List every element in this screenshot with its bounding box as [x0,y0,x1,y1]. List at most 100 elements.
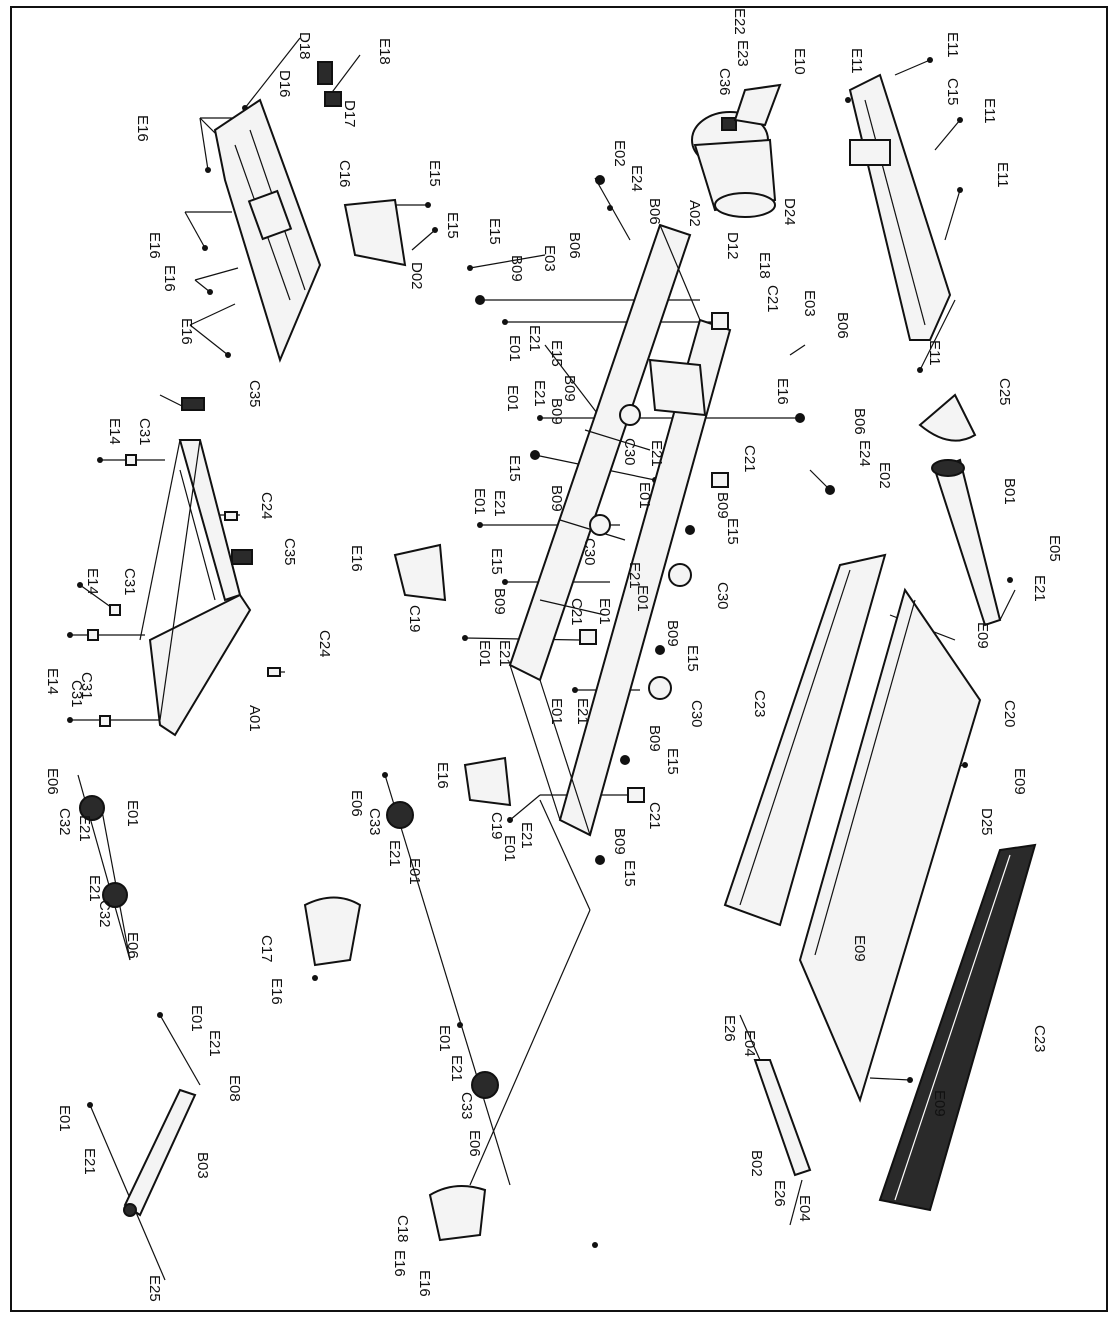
callout-e15: E15 [621,860,638,887]
callout-e21: E21 [448,1055,465,1082]
callout-e16: E16 [268,978,285,1005]
callout-e21: E21 [648,440,665,467]
callout-e09: E09 [851,935,868,962]
callout-e22: E22 [731,8,748,35]
callout-e16: E16 [161,265,178,292]
callout-e24: E24 [628,165,645,192]
callout-d16: D16 [276,70,293,98]
callout-e15: E15 [684,645,701,672]
callout-a01: A01 [246,705,263,732]
callout-e23: E23 [734,40,751,67]
part-c36-bracket [733,83,782,127]
callout-d02: D02 [408,262,425,290]
callout-c20: C20 [1001,700,1018,728]
callout-b06: B06 [566,232,583,259]
callout-d12: D12 [724,232,741,260]
diagram-frame [10,6,1108,1312]
callout-e09: E09 [974,622,991,649]
callout-c16: C16 [336,160,353,188]
callout-e21: E21 [386,840,403,867]
callout-e15: E15 [664,748,681,775]
callout-c33: C33 [366,808,383,836]
callout-c32: C32 [96,900,113,928]
callout-e21: E21 [531,380,548,407]
callout-e15: E15 [506,455,523,482]
callout-c15: C15 [944,78,961,106]
callout-e01: E01 [548,698,565,725]
callout-e11: E11 [981,98,998,124]
callout-e14: E14 [106,418,123,445]
callout-c23: C23 [1031,1025,1048,1053]
callout-e06: E06 [466,1130,483,1157]
callout-c25: C25 [996,378,1013,406]
callout-e16: E16 [391,1250,408,1277]
callout-c31: C31 [121,568,138,596]
callout-e01: E01 [634,585,651,612]
callout-c19: C19 [488,812,505,840]
part-d16-d18 [317,61,342,107]
callout-e21: E21 [496,640,513,667]
callout-e01: E01 [476,640,493,667]
callout-b09: B09 [646,725,663,752]
callout-e05: E05 [1046,535,1063,562]
part-a01-base-frame [139,439,252,737]
callout-e15: E15 [444,212,461,239]
callout-e16: E16 [416,1270,433,1297]
callout-e10: E10 [791,48,808,75]
callout-b03: B03 [194,1152,211,1179]
callout-b09: B09 [548,485,565,512]
callout-c21: C21 [741,445,758,473]
callout-e01: E01 [124,800,141,827]
callout-e16: E16 [434,762,451,789]
callout-e08: E08 [226,1075,243,1102]
callout-e15: E15 [426,160,443,187]
callout-c18: C18 [394,1215,411,1243]
callout-b06: B06 [834,312,851,339]
part-c30-pads [589,404,692,700]
callout-b09: B09 [548,398,565,425]
part-c25-cap [918,393,977,442]
part-c19-brackets [393,543,512,807]
callout-e03: E03 [801,290,818,317]
callout-e18: E18 [756,252,773,279]
callout-b09: B09 [561,375,578,402]
callout-e18: E18 [376,38,393,65]
callout-c31: C31 [68,680,85,708]
callout-e21: E21 [518,822,535,849]
callout-e06: E06 [124,932,141,959]
callout-e25: E25 [146,1275,163,1302]
callout-e21: E21 [81,1148,98,1175]
callout-c33: C33 [458,1092,475,1120]
callout-e11: E11 [994,162,1011,188]
callout-c31: C31 [78,672,95,700]
callout-e06: E06 [44,768,61,795]
callout-e26: E26 [721,1015,738,1042]
callout-c17: C17 [258,935,275,963]
callout-c30: C30 [714,582,731,610]
part-c20-deck [798,587,982,1103]
part-a02-main-frame [508,223,732,837]
callout-e06: E06 [348,790,365,817]
callout-e21: E21 [626,562,643,589]
callout-b09: B09 [508,255,525,282]
callout-b09: B09 [714,492,731,519]
callout-e21: E21 [526,325,543,352]
callout-e01: E01 [501,835,518,862]
callout-b02: B02 [748,1150,765,1177]
part-c15-rail-cover [848,73,952,341]
part-d24-motor [691,111,777,218]
callout-d25: D25 [978,808,995,836]
callout-b09: B09 [491,588,508,615]
callout-e15: E15 [488,548,505,575]
callout-a02: A02 [686,200,703,227]
callout-e04: E04 [741,1030,758,1057]
callout-c24: C24 [316,630,333,658]
callout-labels: D18 E18 D16 D17 E16 C16 E16 E16 E16 E15 … [44,8,1063,1302]
callout-e21: E21 [574,698,591,725]
callout-c32: C32 [56,808,73,836]
part-c23-side-rail-right [878,843,1037,1212]
callout-c30: C30 [581,538,598,566]
part-c32-c33-wheels [79,795,499,1099]
part-d02-board [343,198,407,267]
callout-e26: E26 [771,1180,788,1207]
